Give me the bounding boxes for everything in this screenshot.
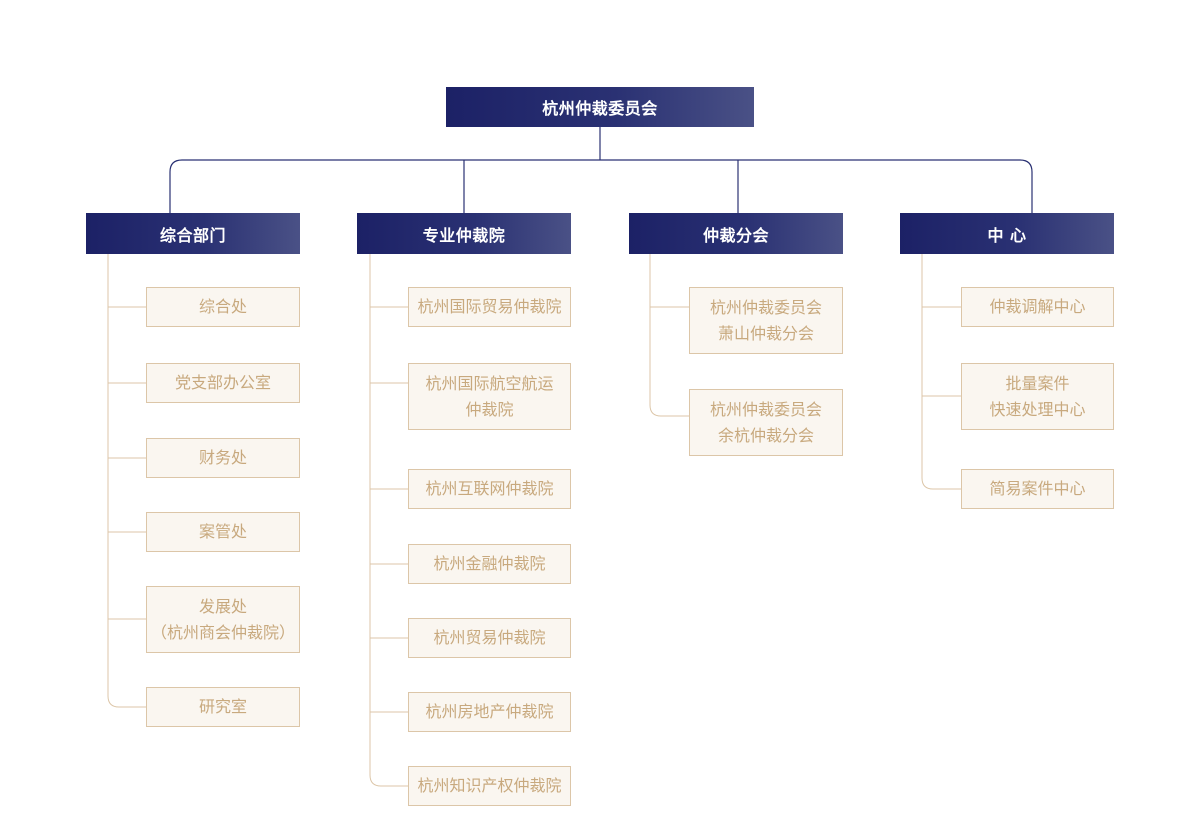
spine-col1 <box>107 254 146 708</box>
leaf-label: 杭州仲裁委员会 余杭仲裁分会 <box>709 399 822 445</box>
leaf-node: 杭州仲裁委员会 萧山仲裁分会 <box>689 287 843 354</box>
tick-col4 <box>922 306 961 397</box>
leaf-node: 综合处 <box>146 287 300 327</box>
leaf-label: 仲裁调解中心 <box>989 297 1086 316</box>
leaf-node: 财务处 <box>146 438 300 478</box>
branch-bar <box>169 159 1033 213</box>
leaf-node: 党支部办公室 <box>146 363 300 403</box>
header-general-dept: 综合部门 <box>86 213 300 254</box>
leaf-label: 杭州仲裁委员会 萧山仲裁分会 <box>709 297 822 343</box>
leaf-label: 杭州房地产仲裁院 <box>425 702 554 721</box>
leaf-label: 杭州国际贸易仲裁院 <box>417 297 562 316</box>
leaf-node: 仲裁调解中心 <box>961 287 1114 327</box>
leaf-node: 杭州贸易仲裁院 <box>408 618 571 658</box>
leaf-label: 财务处 <box>198 448 247 467</box>
spine-col3 <box>649 254 689 417</box>
spine-col2 <box>369 254 408 787</box>
leaf-node: 杭州金融仲裁院 <box>408 544 571 584</box>
leaf-label: 批量案件 快速处理中心 <box>989 373 1086 419</box>
root-label: 杭州仲裁委员会 <box>542 99 658 118</box>
leaf-label: 研究室 <box>198 697 247 716</box>
header-label: 专业仲裁院 <box>422 225 506 245</box>
header-label: 仲裁分会 <box>702 225 769 245</box>
leaf-node: 简易案件中心 <box>961 469 1114 509</box>
header-center: 中 心 <box>900 213 1114 254</box>
leaf-label: 党支部办公室 <box>174 373 271 392</box>
leaf-label: 杭州知识产权仲裁院 <box>417 776 562 795</box>
leaf-node: 发展处 （杭州商会仲裁院） <box>146 586 300 653</box>
leaf-label: 杭州金融仲裁院 <box>433 554 546 573</box>
leaf-label: 简易案件中心 <box>989 479 1086 498</box>
spine-col4 <box>921 254 961 490</box>
leaf-label: 综合处 <box>198 297 247 316</box>
header-specialized-court: 专业仲裁院 <box>357 213 571 254</box>
header-label: 综合部门 <box>159 225 226 245</box>
tick-col2 <box>370 306 408 713</box>
leaf-node: 杭州仲裁委员会 余杭仲裁分会 <box>689 389 843 456</box>
leaf-label: 杭州国际航空航运 仲裁院 <box>425 373 554 419</box>
leaf-node: 杭州知识产权仲裁院 <box>408 766 571 806</box>
leaf-node: 杭州国际航空航运 仲裁院 <box>408 363 571 430</box>
leaf-node: 杭州房地产仲裁院 <box>408 692 571 732</box>
leaf-label: 发展处 （杭州商会仲裁院） <box>150 596 295 642</box>
leaf-node: 案管处 <box>146 512 300 552</box>
header-branch: 仲裁分会 <box>629 213 843 254</box>
leaf-label: 案管处 <box>198 522 247 541</box>
root-box: 杭州仲裁委员会 <box>446 87 754 127</box>
leaf-node: 批量案件 快速处理中心 <box>961 363 1114 430</box>
leaf-label: 杭州贸易仲裁院 <box>433 628 546 647</box>
leaf-node: 杭州互联网仲裁院 <box>408 469 571 509</box>
header-label: 中 心 <box>987 225 1027 245</box>
leaf-label: 杭州互联网仲裁院 <box>425 479 554 498</box>
tick-col1 <box>108 306 146 620</box>
leaf-node: 研究室 <box>146 687 300 727</box>
leaf-node: 杭州国际贸易仲裁院 <box>408 287 571 327</box>
